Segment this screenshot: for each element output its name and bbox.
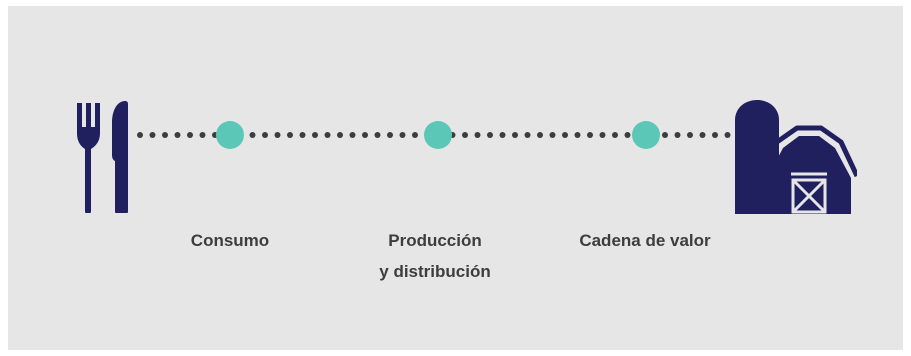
track-dot xyxy=(587,132,593,138)
milestone-consumo xyxy=(216,121,244,149)
track-dot xyxy=(512,132,518,138)
track-dot xyxy=(137,132,143,138)
track-dot xyxy=(387,132,393,138)
track-dot xyxy=(274,132,281,138)
track-dot xyxy=(312,132,318,138)
track-dot xyxy=(537,132,543,138)
track-dot xyxy=(487,132,493,138)
barn-silo-icon xyxy=(735,100,857,214)
fork-knife-icon xyxy=(77,101,128,213)
track-dot xyxy=(287,132,293,138)
track-dot xyxy=(349,132,356,138)
track-dot xyxy=(674,132,681,138)
track-dot xyxy=(462,132,468,138)
track-dot xyxy=(549,132,556,138)
track-dot xyxy=(474,132,481,138)
track-dot xyxy=(399,132,406,138)
track-dot xyxy=(574,132,581,138)
track-dot xyxy=(724,132,731,138)
track-dot xyxy=(524,132,531,138)
track-dot xyxy=(324,132,331,138)
timeline-track xyxy=(137,121,731,149)
track-dot xyxy=(249,132,256,138)
stage-label-produccion: Producción y distribución xyxy=(379,231,491,281)
track-dot xyxy=(599,132,606,138)
track-dot xyxy=(362,132,368,138)
track-dot xyxy=(624,132,631,138)
track-dot xyxy=(199,132,206,138)
track-dot xyxy=(687,132,693,138)
track-dot xyxy=(187,132,193,138)
track-dot xyxy=(499,132,506,138)
track-dot xyxy=(612,132,618,138)
track-dot xyxy=(299,132,306,138)
track-dot xyxy=(662,132,668,138)
track-dot xyxy=(699,132,706,138)
track-dot xyxy=(374,132,381,138)
track-dot xyxy=(562,132,568,138)
track-dot xyxy=(262,132,268,138)
track-dot xyxy=(712,132,718,138)
milestone-cadena xyxy=(632,121,660,149)
track-dot xyxy=(337,132,343,138)
milestone-produccion xyxy=(424,121,452,149)
track-dot xyxy=(149,132,156,138)
stage-label-cadena: Cadena de valor xyxy=(579,231,711,250)
track-dot xyxy=(174,132,181,138)
stage-label-consumo: Consumo xyxy=(190,231,270,250)
track-dot xyxy=(412,132,418,138)
track-dot xyxy=(162,132,168,138)
